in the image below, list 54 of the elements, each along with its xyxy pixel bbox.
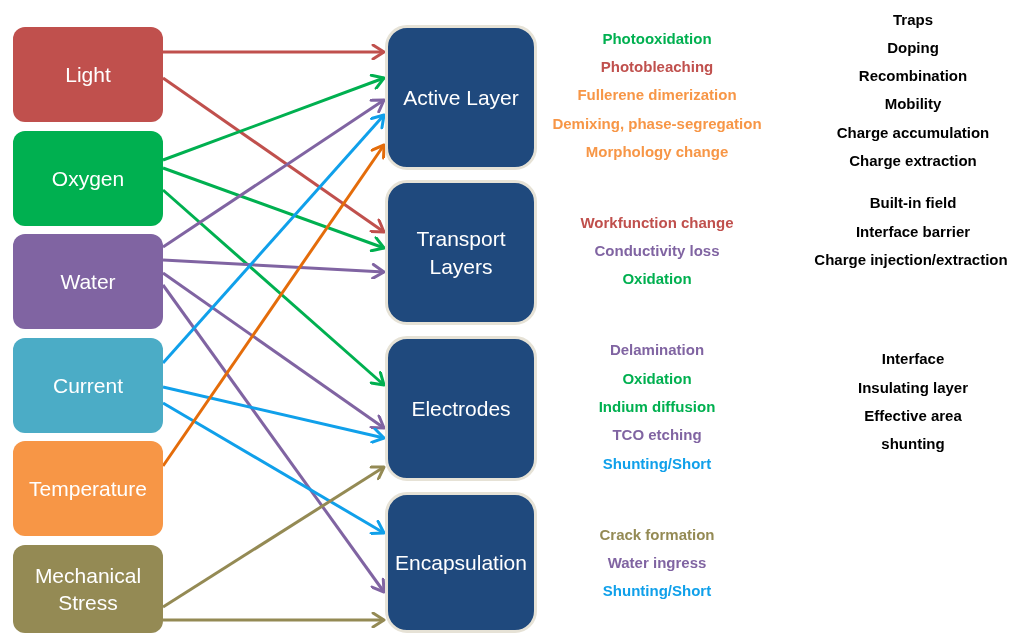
arrow bbox=[163, 611, 386, 629]
arrow bbox=[162, 271, 386, 430]
effect-label: Insulating layer bbox=[858, 379, 968, 397]
stress-factor-box: Current bbox=[13, 338, 163, 433]
effect-label: Photooxidation bbox=[602, 30, 712, 48]
effect-label: Water ingress bbox=[607, 554, 707, 572]
effect-label: Demixing, phase-segregation bbox=[552, 115, 762, 133]
arrow bbox=[162, 166, 386, 253]
effect-label: Morphology change bbox=[585, 143, 729, 161]
effect-label: Interface bbox=[881, 350, 945, 368]
layer-box: Active Layer bbox=[385, 25, 537, 170]
effect-label: Interface barrier bbox=[855, 223, 971, 241]
arrow bbox=[162, 258, 386, 280]
effect-label: Workfunction change bbox=[580, 214, 734, 232]
effect-label: Charge injection/extraction bbox=[814, 251, 1008, 269]
effect-label: Indium diffusion bbox=[598, 398, 716, 416]
effect-label: Crack formation bbox=[599, 526, 715, 544]
arrow bbox=[162, 465, 386, 609]
effect-label: Delamination bbox=[609, 341, 705, 359]
effect-label: Photobleaching bbox=[600, 58, 714, 76]
effect-label: TCO etching bbox=[612, 426, 702, 444]
effect-label: Oxidation bbox=[622, 370, 692, 388]
arrow bbox=[162, 76, 386, 234]
stress-factor-box: Oxygen bbox=[13, 131, 163, 226]
effect-label: Conductivity loss bbox=[594, 242, 720, 260]
arrow bbox=[162, 401, 386, 535]
arrow bbox=[162, 188, 386, 387]
effect-label: Effective area bbox=[864, 407, 962, 425]
effect-label: Shunting/Short bbox=[602, 582, 712, 600]
effect-label: shunting bbox=[881, 435, 945, 453]
effect-label: Oxidation bbox=[622, 270, 692, 288]
effect-label: Charge accumulation bbox=[836, 124, 990, 142]
arrow bbox=[163, 43, 386, 61]
effect-label: Recombination bbox=[858, 67, 968, 85]
stress-factor-box: Water bbox=[13, 234, 163, 329]
stress-factor-box: Temperature bbox=[13, 441, 163, 536]
arrow bbox=[162, 73, 386, 162]
arrow bbox=[161, 113, 386, 364]
effect-label: Traps bbox=[893, 11, 933, 29]
layer-box: Encapsulation bbox=[385, 492, 537, 633]
layer-box: Electrodes bbox=[385, 336, 537, 481]
effect-label: Doping bbox=[887, 39, 939, 57]
stress-factor-box: Mechanical Stress bbox=[13, 545, 163, 633]
effect-label: Fullerene dimerization bbox=[577, 86, 737, 104]
arrow bbox=[161, 143, 386, 467]
effect-label: Mobility bbox=[884, 95, 942, 113]
layer-box: Transport Layers bbox=[385, 180, 537, 325]
arrow bbox=[162, 98, 386, 249]
arrow bbox=[161, 284, 386, 594]
arrow bbox=[162, 385, 386, 444]
effect-label: Shunting/Short bbox=[602, 455, 712, 473]
effect-label: Built-in field bbox=[869, 194, 957, 212]
stress-factor-box: Light bbox=[13, 27, 163, 122]
effect-label: Charge extraction bbox=[849, 152, 977, 170]
